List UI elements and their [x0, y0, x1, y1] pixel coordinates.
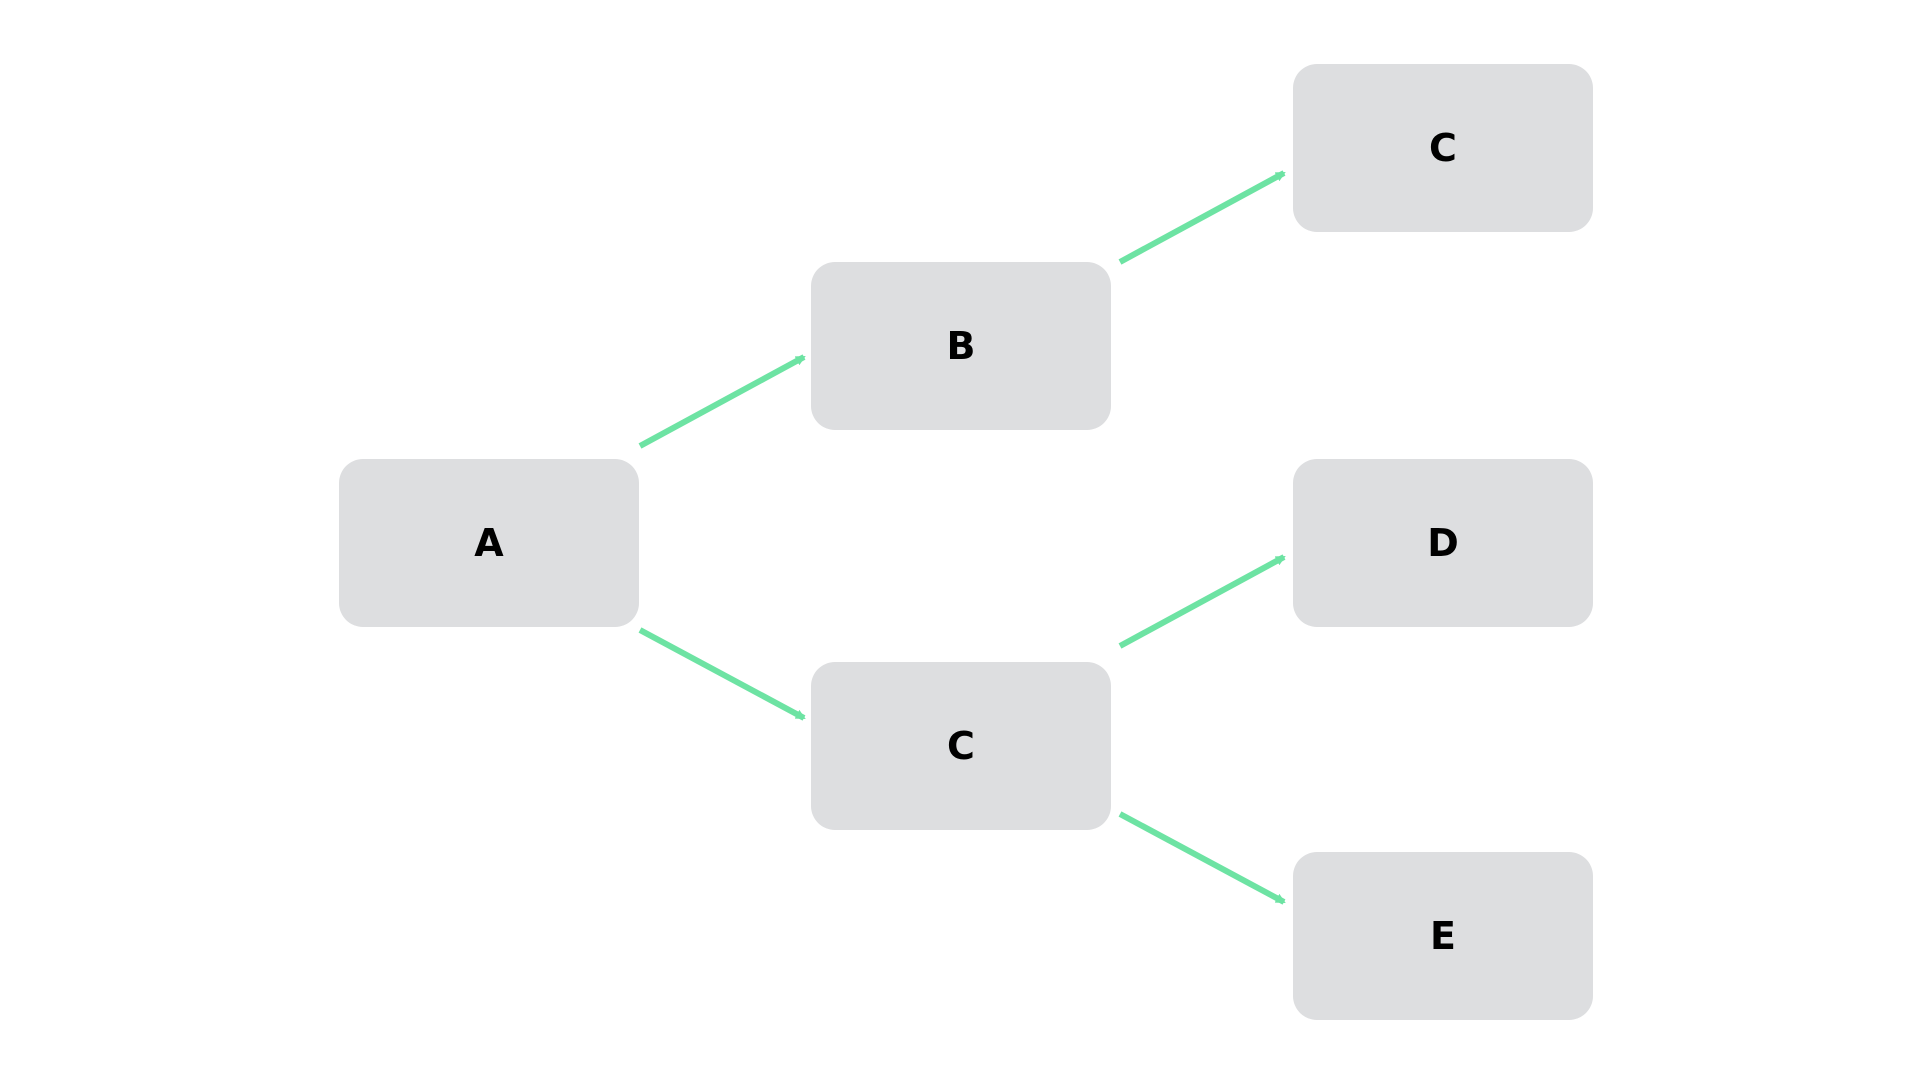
arrow-a-to-b [638, 354, 806, 449]
arrow-a-to-c [638, 627, 806, 721]
node-a: A [339, 459, 639, 627]
node-d: D [1293, 459, 1593, 627]
node-b-label: B [946, 324, 976, 368]
node-e: E [1293, 852, 1593, 1020]
node-e-label: E [1430, 914, 1456, 958]
node-c-middle-label: C [947, 724, 975, 768]
node-b: B [811, 262, 1111, 430]
arrow-c-to-e [1118, 811, 1286, 905]
arrow-c-to-d [1118, 554, 1286, 649]
node-a-label: A [474, 521, 504, 565]
node-d-label: D [1427, 521, 1459, 565]
node-c-top-label: C [1429, 126, 1457, 170]
node-c-middle: C [811, 662, 1111, 830]
arrow-b-to-c [1118, 170, 1286, 265]
node-c-top: C [1293, 64, 1593, 232]
